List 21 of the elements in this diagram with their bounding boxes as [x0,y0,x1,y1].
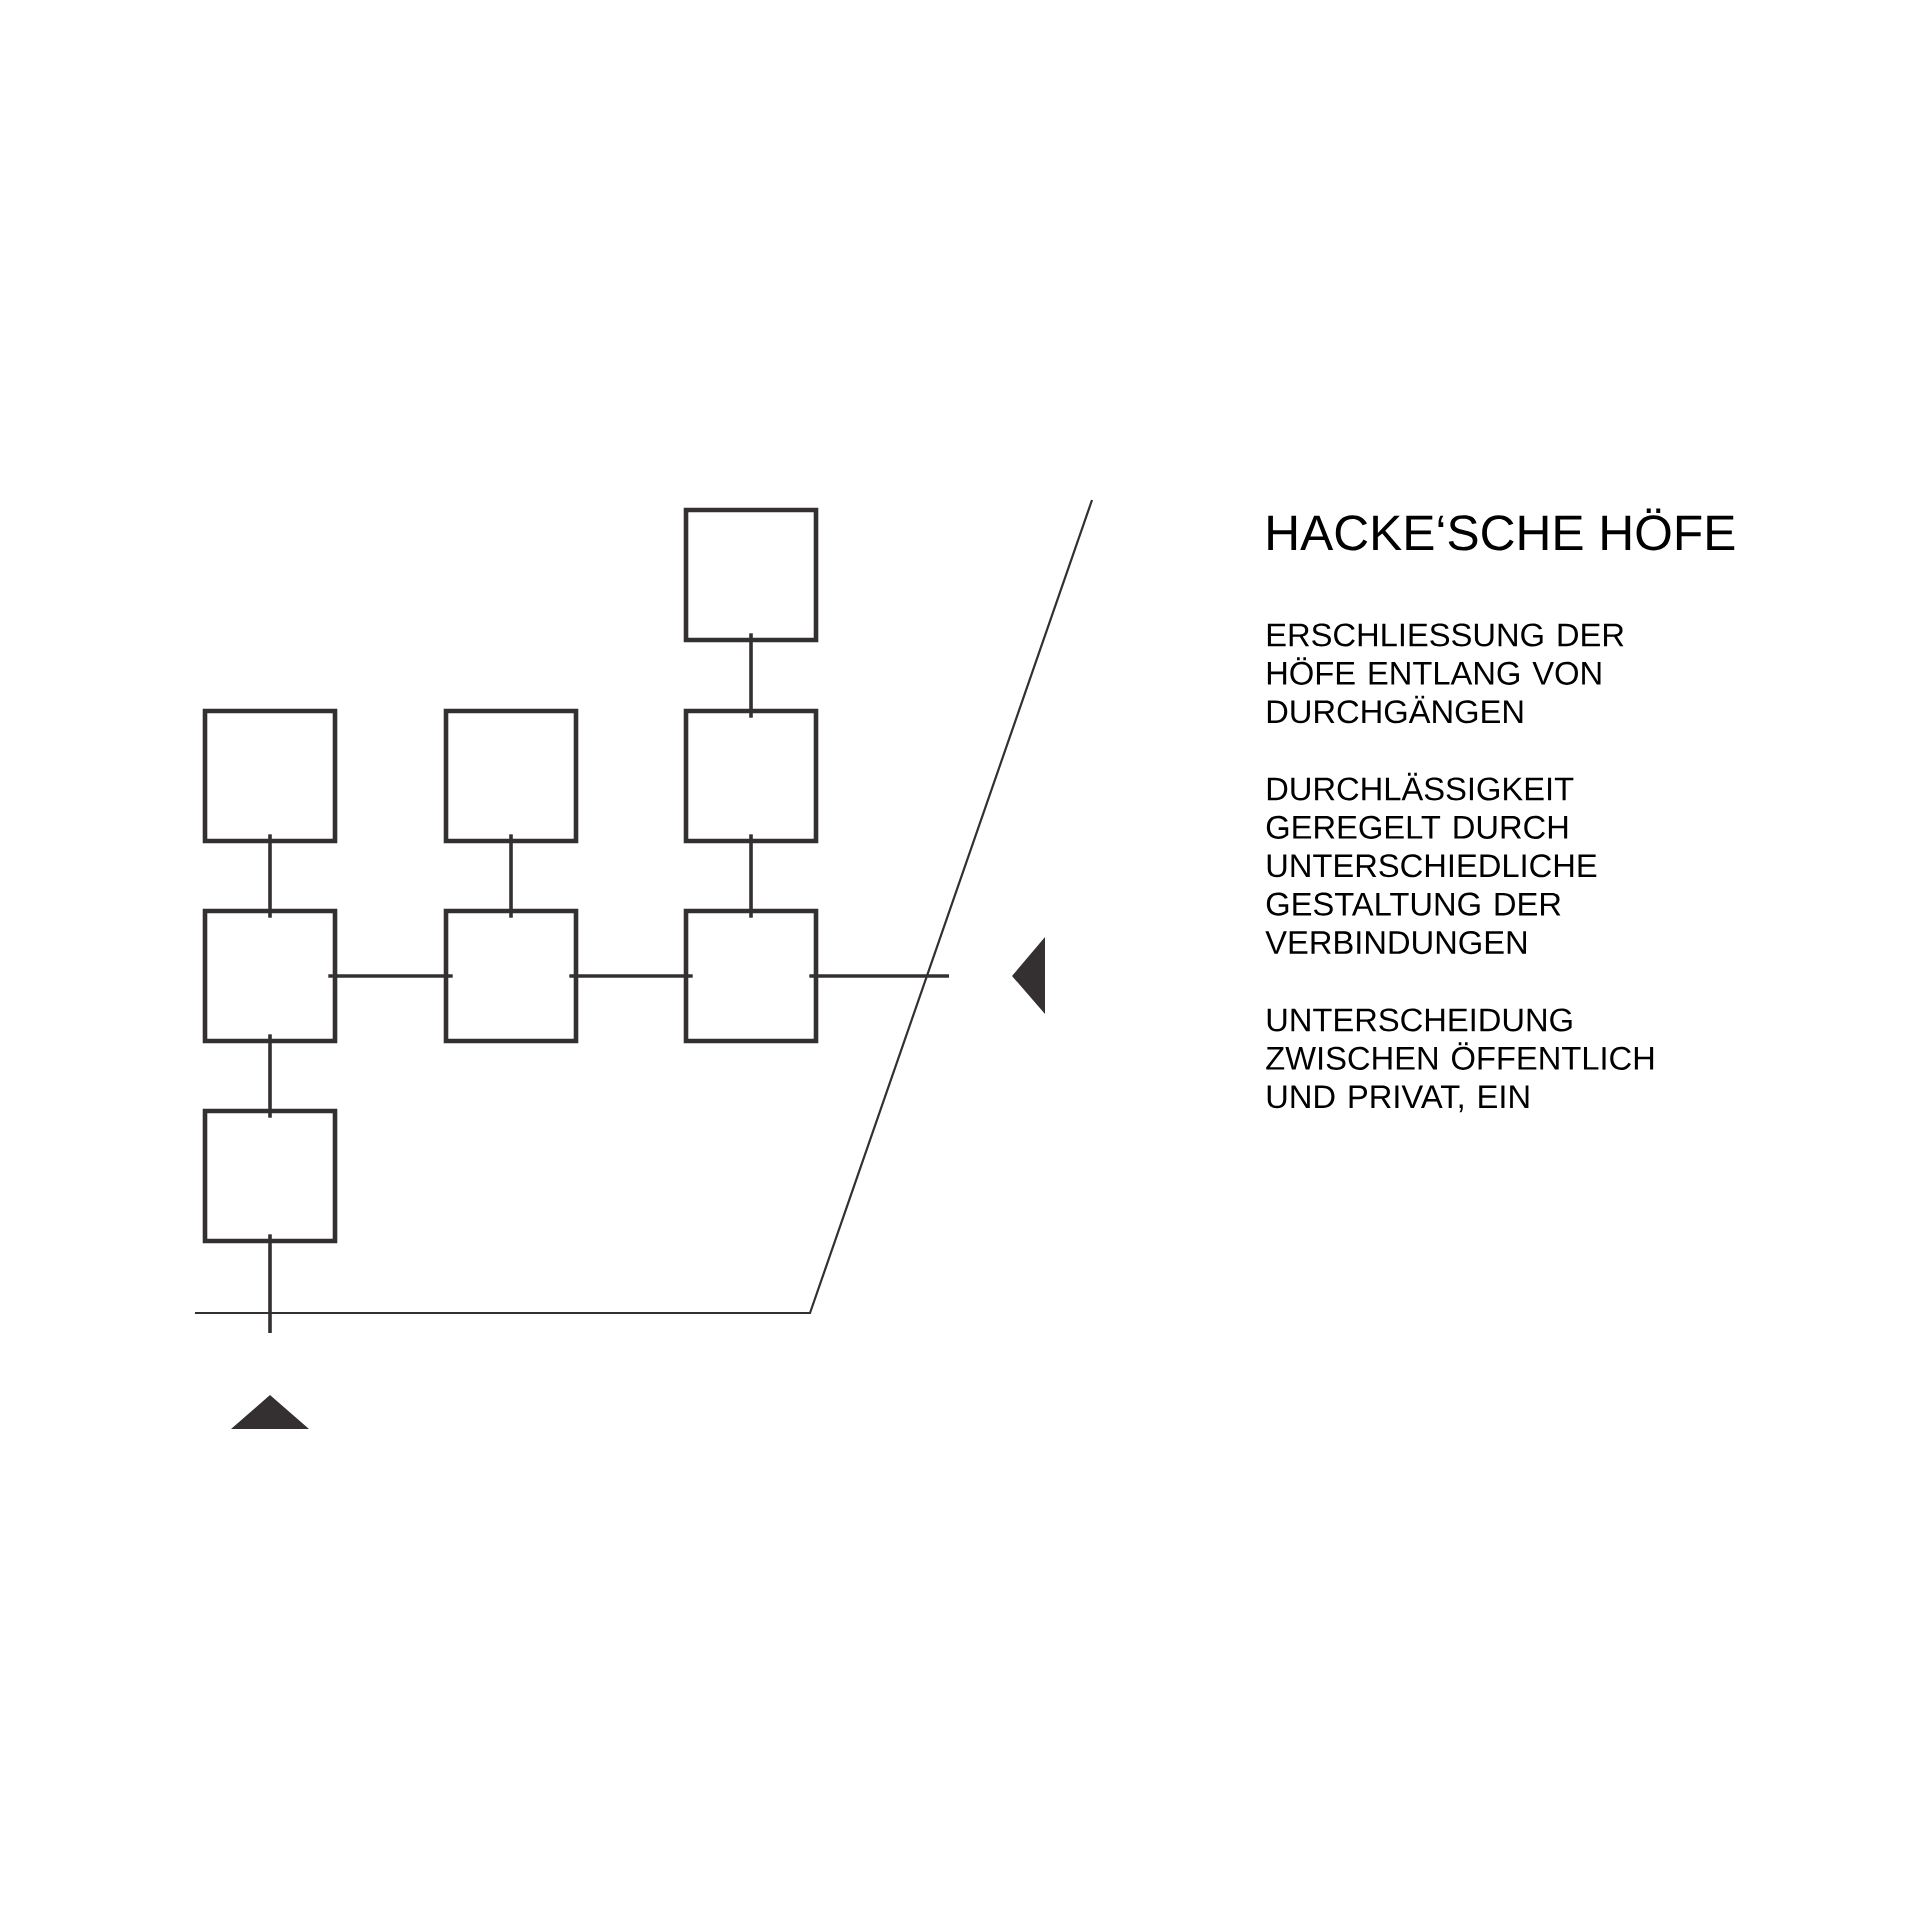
square-box [683,908,819,1044]
connector-line [328,974,453,978]
square-box [443,708,579,844]
connector-line [268,1034,272,1118]
connector-line [569,974,693,978]
square-box [683,708,819,844]
body-text: UNTERSCHEIDUNG ZWISCHEN ÖFFENTLICH UND PRIVAT, EIN [1266,1008,1654,1113]
connector-line [749,834,753,918]
connector-line [509,834,513,918]
connector-line [268,834,272,918]
heading: HACKE‘SCHE HÖFE [1268,508,1735,551]
square-box [443,908,579,1044]
square-box [683,507,819,643]
square-box [202,1108,338,1244]
body-text: ERSCHLIESSUNG DER HÖFE ENTLANG VON DURCHGÄNGEN [1267,623,1624,724]
connector-line [268,1234,272,1333]
connector-line [809,974,949,978]
square-box [202,908,338,1044]
body-text: DURCHLÄSSIGKEIT GEREGELT DURCH UNTERSCHIEDLICHE GESTALTUNG DER VERBINDUNGEN [1265,772,1597,955]
connector-line [749,633,753,718]
square-box [202,708,338,844]
